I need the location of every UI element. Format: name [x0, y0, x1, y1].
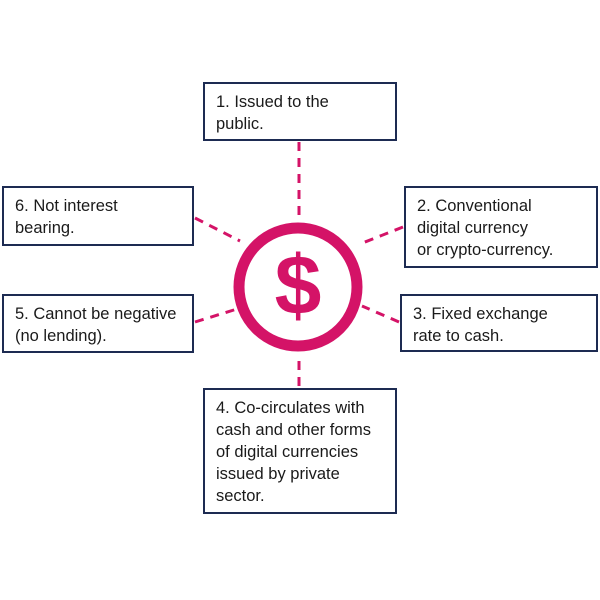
property-box-5: 5. Cannot be negative (no lending).: [2, 294, 194, 353]
property-box-1: 1. Issued to the public.: [203, 82, 397, 141]
property-box-2: 2. Conventional digital currency or cryp…: [404, 186, 598, 268]
connector-5: [194, 307, 238, 324]
connector-2: [359, 225, 404, 246]
dollar-symbol: $: [275, 238, 322, 332]
dollar-coin-icon: $: [232, 221, 364, 353]
property-box-6: 6. Not interest bearing.: [2, 186, 194, 246]
connector-6: [194, 216, 241, 243]
property-box-4: 4. Co-circulates with cash and other for…: [203, 388, 397, 514]
connector-3: [361, 304, 400, 324]
property-box-3: 3. Fixed exchange rate to cash.: [400, 294, 598, 352]
